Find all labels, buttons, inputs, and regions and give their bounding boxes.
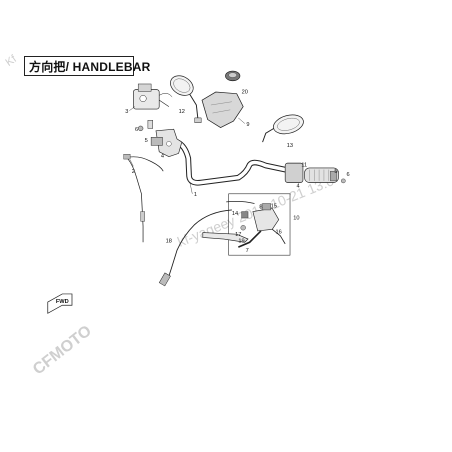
callout-17: 17: [235, 232, 241, 238]
cap-part: [225, 70, 241, 82]
callout-4: 4: [161, 153, 164, 159]
forward-arrow-label: FWD: [56, 299, 69, 305]
callout-3: 3: [125, 109, 128, 115]
callout-4b: 4: [296, 183, 299, 189]
left-mirror: [170, 75, 202, 123]
callout-9: 9: [246, 122, 249, 128]
callout-18: 18: [166, 238, 172, 244]
callout-5b: 5: [334, 169, 337, 175]
callout-1: 1: [194, 192, 197, 198]
brake-lever: [202, 232, 249, 243]
callout-11: 11: [301, 162, 307, 168]
callout-5: 5: [145, 138, 148, 144]
parts-diagram: FWD 1 2 3 4 4 5 5 6 6 7 8 9 10 11 12 13 …: [47, 70, 350, 314]
right-grip: [284, 162, 346, 184]
callout-20: 20: [242, 90, 248, 96]
brake-assembly: [228, 193, 291, 256]
title-box: 方向把/ HANDLEBAR: [24, 56, 150, 76]
callout-labels: 1 2 3 4 4 5 5 6 6 7 8 9 10 11 12 13 14 1…: [125, 90, 349, 254]
left-bolts: [137, 120, 153, 132]
callout-12: 12: [179, 109, 185, 115]
callout-8: 8: [259, 204, 262, 210]
throttle-housing: [150, 128, 183, 158]
callout-7: 7: [246, 248, 249, 254]
callout-10: 10: [293, 216, 299, 222]
callout-16: 16: [275, 229, 281, 235]
callout-13: 13: [287, 143, 293, 149]
callout-2: 2: [132, 169, 135, 175]
callout-14: 14: [232, 211, 238, 217]
throttle-cable: [123, 154, 164, 243]
callout-15: 15: [271, 204, 277, 210]
hand-guard: [201, 91, 244, 129]
diagram-title: 方向把/ HANDLEBAR: [29, 60, 151, 74]
callout-6b: 6: [347, 172, 350, 178]
callout-6: 6: [135, 127, 138, 133]
forward-arrow: FWD: [47, 293, 73, 314]
left-switch-housing: [133, 83, 173, 110]
handlebar-tube: [174, 139, 300, 186]
right-mirror: [262, 114, 304, 143]
callout-19: 19: [238, 238, 244, 244]
